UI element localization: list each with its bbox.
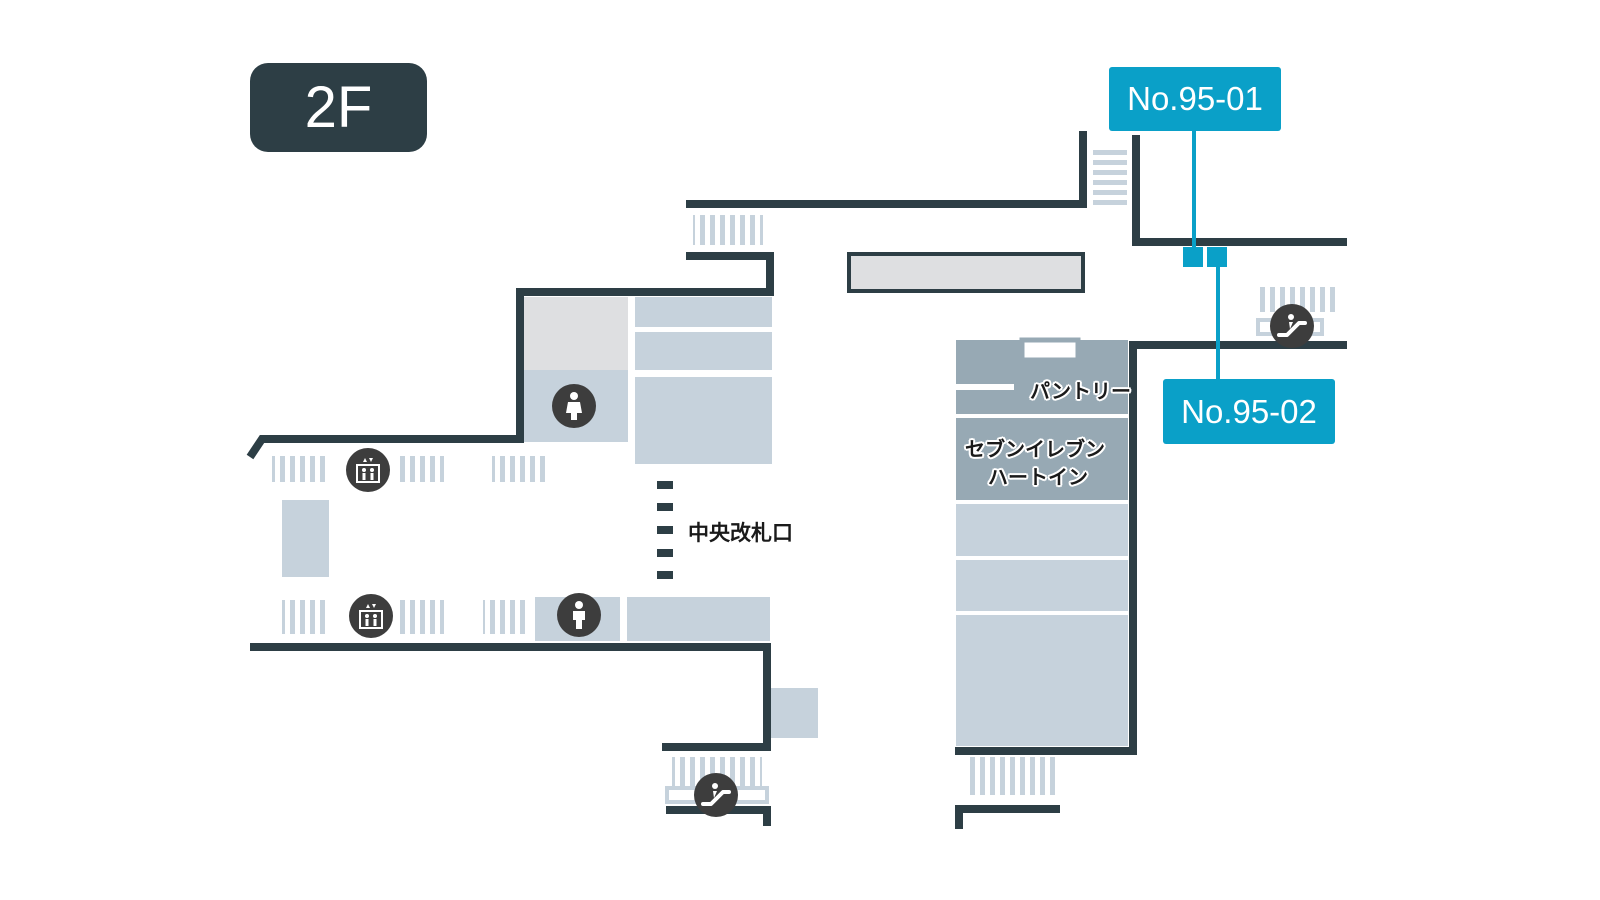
walls — [246, 131, 1347, 829]
location-label-95-02[interactable]: No.95-02 — [1163, 379, 1335, 444]
pantry-notch — [1019, 337, 1081, 363]
gate-marker — [657, 571, 673, 579]
seven-eleven-label-line2: ハートイン — [988, 465, 1088, 489]
store-block-1 — [956, 504, 1128, 556]
store-block-3 — [956, 615, 1128, 746]
escalator-icon — [694, 773, 738, 817]
stairs-left-top-1 — [272, 456, 328, 482]
wall-top-right — [1132, 135, 1347, 246]
room-small-lower — [770, 688, 818, 738]
pantry-label: パントリー — [1030, 379, 1131, 403]
wall-left-upper — [246, 252, 774, 460]
elevator-icon — [346, 448, 390, 492]
escalator-icon — [1270, 304, 1314, 348]
location-marker-95-01 — [1183, 247, 1203, 267]
female-restroom-icon — [552, 384, 596, 428]
room-block-a2 — [635, 332, 772, 370]
pantry-divider — [956, 384, 1014, 390]
elevator-icon — [349, 594, 393, 638]
stairs-top-left — [693, 215, 763, 245]
stairs-bottom-right — [966, 757, 1058, 795]
room-block-b — [627, 597, 770, 641]
rooms — [282, 252, 1128, 746]
room-block-a1 — [635, 297, 772, 327]
stairs-left-bottom-2 — [398, 600, 444, 634]
wall-right-building — [955, 341, 1347, 755]
wall-left-lower — [250, 643, 771, 751]
wall-bottom-right — [955, 805, 1060, 829]
center-bar — [847, 252, 1085, 293]
stairs-top-right — [1093, 150, 1127, 205]
gate-marker — [657, 481, 673, 489]
room-block-a3 — [635, 377, 772, 464]
gate-marker — [657, 526, 673, 534]
store-block-2 — [956, 560, 1128, 611]
seven-eleven-room — [956, 418, 1128, 500]
wall-bottom-escalator — [666, 806, 771, 826]
ticket-gate — [657, 481, 673, 579]
gate-marker — [657, 503, 673, 511]
male-restroom-icon — [557, 593, 601, 637]
central-ticket-gate-label: 中央改札口 — [688, 521, 793, 545]
location-connectors — [1183, 131, 1227, 379]
seven-eleven-label-line1: セブンイレブン — [965, 437, 1105, 461]
stairs-left-top-2 — [398, 456, 444, 482]
left-kiosk — [282, 500, 329, 577]
floor-label: 2F — [250, 63, 427, 152]
room-upper-left-gray — [524, 297, 628, 370]
stairs-left-top-3 — [492, 456, 548, 482]
location-label-95-01[interactable]: No.95-01 — [1109, 67, 1281, 131]
location-marker-95-02 — [1207, 247, 1227, 267]
gate-marker — [657, 549, 673, 557]
wall-top — [686, 131, 1087, 208]
stairs-left-bottom-1 — [282, 600, 328, 634]
stairs-left-bottom-3 — [483, 600, 529, 634]
